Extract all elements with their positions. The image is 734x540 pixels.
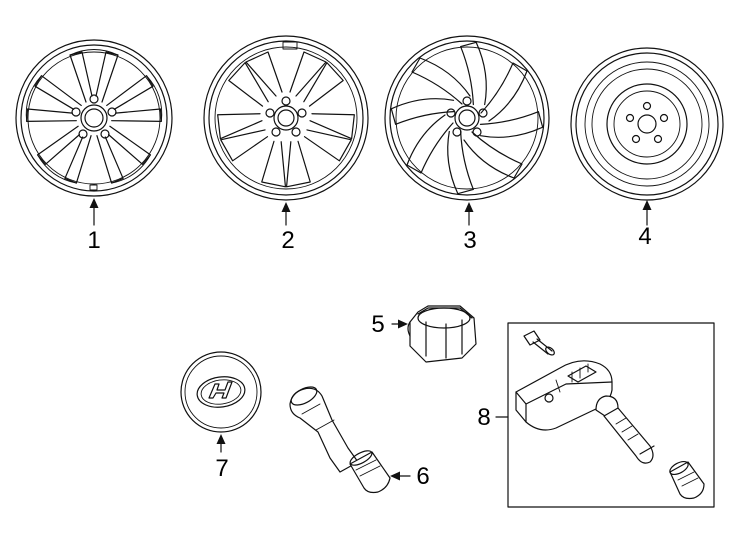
wheel-3[interactable] [384,35,550,201]
wheel-1[interactable] [15,39,173,197]
callout-5: 5 [371,311,384,338]
callout-3: 3 [463,227,476,254]
leader-6 [390,471,411,481]
callout-4: 4 [638,223,651,250]
wheel-2[interactable] [203,35,369,201]
tpms-valve-cap[interactable] [668,459,705,500]
leader-1 [89,198,99,226]
callout-1: 1 [87,227,100,254]
callout-8: 8 [477,404,490,431]
tpms-kit-box [507,322,715,508]
center-cap[interactable] [180,351,262,433]
leader-5 [391,319,408,329]
tpms-sensor-body[interactable] [515,360,613,431]
valve-stem[interactable] [288,383,391,494]
leader-2 [281,202,291,226]
lug-nut[interactable] [407,305,477,363]
leader-7 [216,434,226,453]
leader-4 [642,200,652,226]
leader-3 [464,202,474,226]
callout-2: 2 [281,227,294,254]
wheel-4-spare[interactable] [570,47,724,201]
callout-6: 6 [416,463,429,490]
tpms-valve[interactable] [595,395,655,464]
tpms-screw[interactable] [523,330,556,357]
callout-7: 7 [215,455,228,482]
